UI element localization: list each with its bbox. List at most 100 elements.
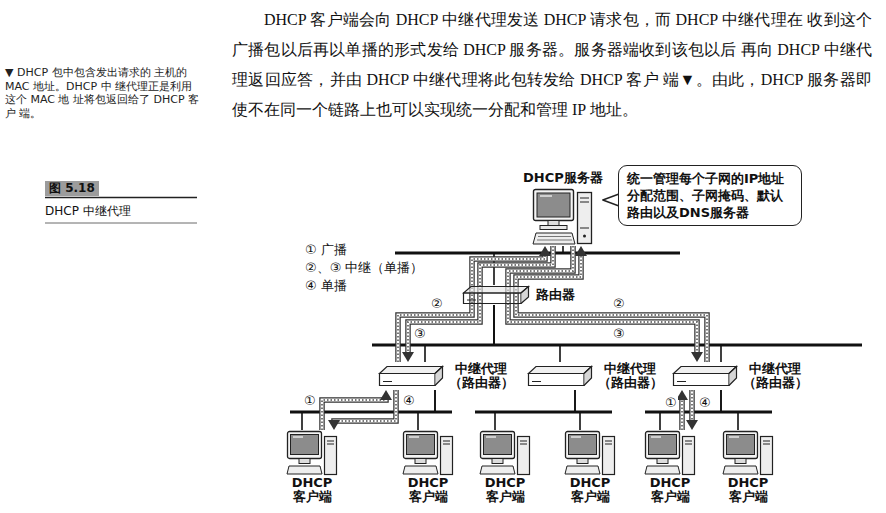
dhcp-client: DHCP 客户端	[564, 430, 616, 504]
figure-part	[293, 436, 303, 438]
note-bubble: 统一管理每个子网的IP地址 分配范围、子网掩码、默认 路由以及DNS服务器	[618, 165, 802, 226]
network-cable	[495, 390, 575, 430]
figure-part	[533, 233, 575, 244]
dhcp-client: DHCP 客户端	[286, 430, 338, 504]
callout-number: ④	[402, 393, 416, 408]
key-text: ②、③ 中继（单播）	[305, 259, 423, 276]
flow-fill	[334, 390, 396, 422]
figure-part	[605, 441, 612, 444]
figure-part	[603, 437, 615, 475]
flow-outline	[322, 398, 386, 430]
figure-part	[566, 432, 600, 459]
network-cable	[575, 390, 580, 430]
relay-agent: 中继代理 （路由器）	[527, 362, 664, 390]
flow-fill	[691, 390, 694, 422]
dhcp-server: DHCP服务器	[523, 170, 603, 246]
figure-part	[657, 459, 668, 464]
flow-hatch	[691, 390, 693, 422]
dhcp-client: DHCP 客户端	[402, 430, 454, 504]
figure-part	[677, 381, 686, 382]
arrow-head	[380, 390, 392, 400]
figure-part	[540, 195, 552, 197]
figure-part	[492, 459, 503, 464]
flow-outline	[679, 398, 685, 430]
flow-arrow	[508, 246, 703, 362]
figure-part	[729, 436, 739, 438]
node-label: DHCP 客户端	[570, 476, 611, 504]
figure-number: 图 5.18	[45, 181, 99, 196]
client-icon	[564, 430, 616, 476]
flow-hatch	[681, 398, 683, 430]
network-cable	[418, 390, 435, 430]
figure-part	[580, 198, 589, 228]
figure-part	[325, 437, 337, 475]
figure-part	[479, 430, 531, 476]
cable-line	[418, 390, 435, 430]
node-label: 中继代理 （路由器）	[741, 362, 809, 390]
figure-part	[404, 432, 438, 459]
figure-part	[722, 430, 774, 476]
flow-outline	[334, 390, 396, 422]
flow-hatch	[322, 398, 386, 430]
callout-number: ①	[664, 395, 678, 410]
figure-part	[763, 441, 770, 444]
flow-arrow	[328, 390, 396, 430]
router-icon	[462, 285, 530, 305]
figure-part	[486, 436, 496, 438]
dhcp-client: DHCP 客户端	[722, 430, 774, 504]
flow-fill	[508, 246, 697, 354]
cable-line	[302, 390, 435, 430]
flow-arrow	[322, 390, 392, 430]
figure-part	[729, 367, 737, 386]
figure-part	[443, 441, 450, 444]
callout-number: ④	[698, 395, 712, 410]
network-cable	[721, 390, 738, 430]
figure-part	[480, 466, 515, 474]
figure-part	[724, 432, 758, 459]
node-label: 中继代理 （路由器）	[447, 362, 515, 390]
callout-number: ②	[430, 296, 444, 311]
network-cable	[660, 390, 721, 430]
figure-part	[569, 435, 597, 455]
figure-part	[299, 459, 310, 464]
rule-line	[45, 223, 197, 224]
figure-part	[287, 466, 322, 474]
figure-part	[564, 430, 616, 476]
figure-part	[481, 432, 515, 459]
figure-part	[649, 435, 677, 455]
node-label: DHCP 客户端	[728, 476, 769, 504]
figure-part	[532, 188, 594, 246]
flow-arrow	[516, 246, 707, 362]
figure-part	[529, 374, 585, 386]
figure-part	[409, 436, 419, 438]
side-note: ▼ DHCP 包中包含发出请求的 主机的 MAC 地址。DHCP 中 继代理正是…	[5, 66, 202, 120]
callout-number: ③	[612, 326, 626, 341]
figure-part	[529, 367, 592, 374]
node-label: DHCP 客户端	[408, 476, 449, 504]
figure-part	[571, 436, 581, 438]
dhcp-client: DHCP 客户端	[644, 430, 696, 504]
figure-part	[583, 235, 586, 238]
figure-part	[441, 437, 453, 475]
cable-line	[721, 390, 738, 430]
figure-part	[403, 466, 438, 474]
figure-part	[672, 365, 738, 387]
client-icon	[479, 430, 531, 476]
arrow-head	[328, 420, 340, 430]
figure-part	[527, 365, 593, 387]
body-text: DHCP 客户端会向 DHCP 中继代理发送 DHCP 请求包，而 DHCP 中…	[232, 5, 872, 125]
arrow-head	[691, 352, 703, 362]
flow-fill	[322, 398, 386, 430]
key-text: ④ 单播	[305, 277, 347, 294]
figure-part	[644, 430, 696, 476]
cable-line	[495, 390, 575, 430]
flow-arrow	[676, 390, 688, 430]
figure-part	[464, 287, 529, 294]
flow-outline	[408, 246, 553, 354]
figure-part	[520, 441, 527, 444]
arrow-head	[686, 420, 698, 430]
arrow-head	[402, 352, 414, 362]
figure-part	[380, 367, 443, 374]
flow-hatch	[508, 246, 697, 354]
figure-part	[727, 435, 755, 455]
